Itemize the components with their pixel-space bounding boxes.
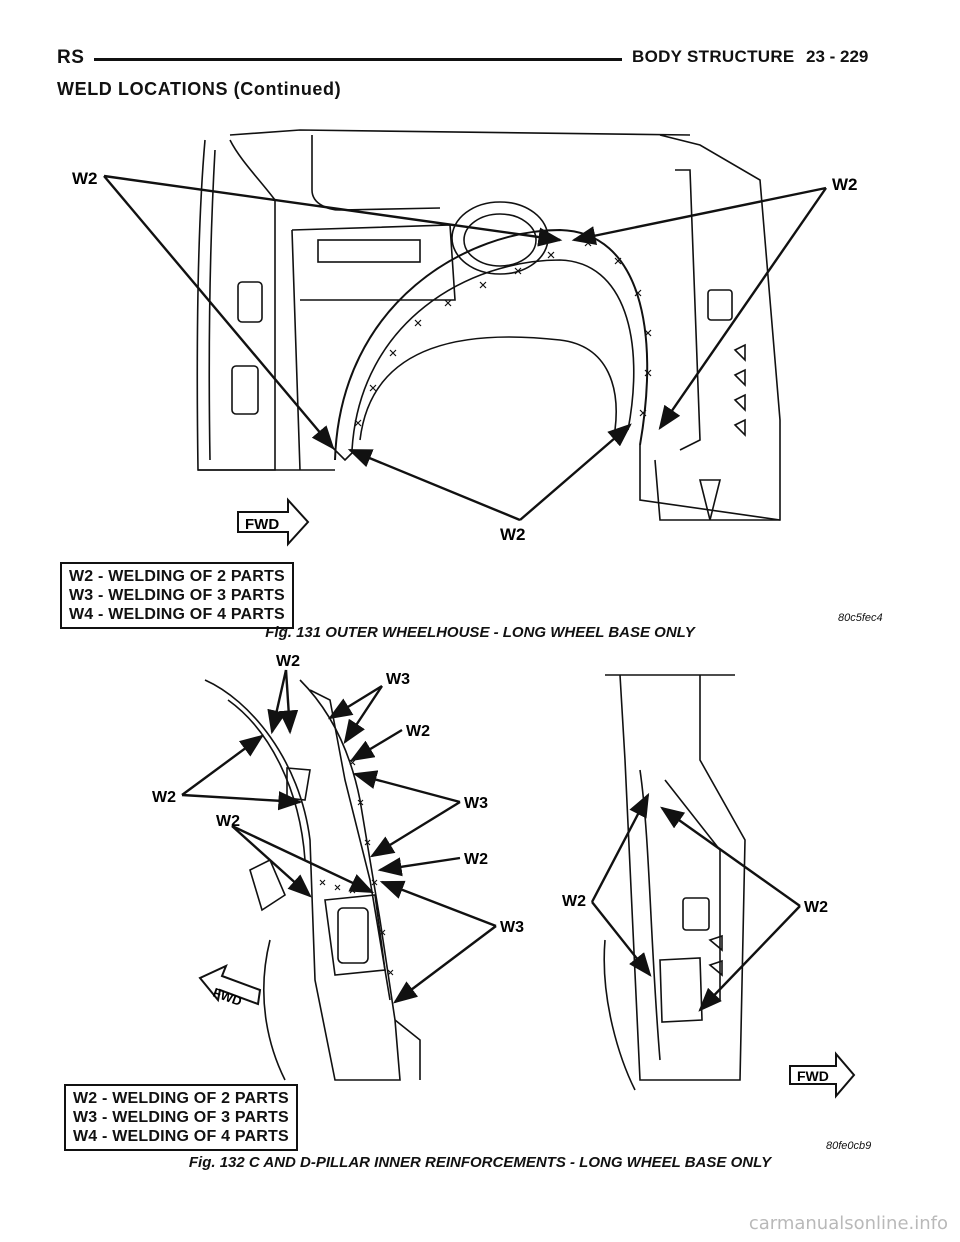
- figure-131-caption: Fig. 131 OUTER WHEELHOUSE - LONG WHEEL B…: [265, 624, 695, 641]
- label-w3-mid: W3: [464, 795, 488, 812]
- label-fwd-right: FWD: [797, 1068, 829, 1084]
- fwd-arrow-icon: [198, 964, 262, 1006]
- figure-132-code: 80fe0cb9: [826, 1140, 872, 1152]
- c-pillar-structure: [204, 679, 421, 1081]
- figure-131-code: 80c5fec4: [838, 612, 883, 624]
- header-chapter-title: BODY STRUCTURE: [632, 47, 795, 66]
- label-fwd: FWD: [245, 516, 279, 533]
- legend-line: W2 - WELDING OF 2 PARTS: [73, 1090, 289, 1107]
- label-w2-top: W2: [276, 653, 300, 670]
- label-w2-right-b: W2: [804, 899, 828, 916]
- label-w3-low: W3: [500, 919, 524, 936]
- weld-marks: [354, 239, 652, 427]
- legend-line: W2 - WELDING OF 2 PARTS: [69, 568, 285, 585]
- watermark: carmanualsonline.info: [748, 1213, 948, 1234]
- weld-callout-arrows: [181, 669, 801, 1012]
- label-w2-mid: W2: [406, 723, 430, 740]
- figure-132-legend: W2 - WELDING OF 2 PARTS W3 - WELDING OF …: [64, 1084, 298, 1151]
- wheelhouse-body-structure: [196, 129, 781, 521]
- figure-132-pillar-reinforcement-illustration: W2 W3 W2 W3 W2 W2 W2 W3 W2 W2 FWD FWD: [152, 653, 856, 1099]
- legend-line: W4 - WELDING OF 4 PARTS: [73, 1128, 289, 1145]
- figure-131-outer-wheelhouse-illustration: W2 W2 W2 FWD: [72, 129, 858, 547]
- legend-line: W3 - WELDING OF 3 PARTS: [69, 587, 285, 604]
- figure-131-legend: W2 - WELDING OF 2 PARTS W3 - WELDING OF …: [60, 562, 294, 629]
- label-w2-left: W2: [152, 789, 176, 806]
- header-section-code: RS: [57, 47, 85, 68]
- label-w2-center: W2: [464, 851, 488, 868]
- header-rule: [94, 58, 622, 61]
- figure-132-caption: Fig. 132 C AND D-PILLAR INNER REINFORCEM…: [188, 1154, 772, 1171]
- legend-line: W4 - WELDING OF 4 PARTS: [69, 606, 285, 623]
- fwd-arrow-icon: [789, 1051, 856, 1099]
- label-w2-bottom: W2: [500, 525, 526, 544]
- section-title: WELD LOCATIONS (Continued): [57, 79, 342, 99]
- label-w2-right: W2: [832, 175, 858, 194]
- label-w2-left: W2: [72, 169, 98, 188]
- legend-line: W3 - WELDING OF 3 PARTS: [73, 1109, 289, 1126]
- d-pillar-structure: [603, 674, 746, 1091]
- fwd-arrow-icon: [237, 497, 310, 547]
- header-page-number: 23 - 229: [806, 47, 869, 66]
- weld-callout-arrows: [103, 174, 827, 522]
- label-w3-top: W3: [386, 671, 410, 688]
- label-w2-left-lower: W2: [216, 813, 240, 830]
- label-w2-right-a: W2: [562, 893, 586, 910]
